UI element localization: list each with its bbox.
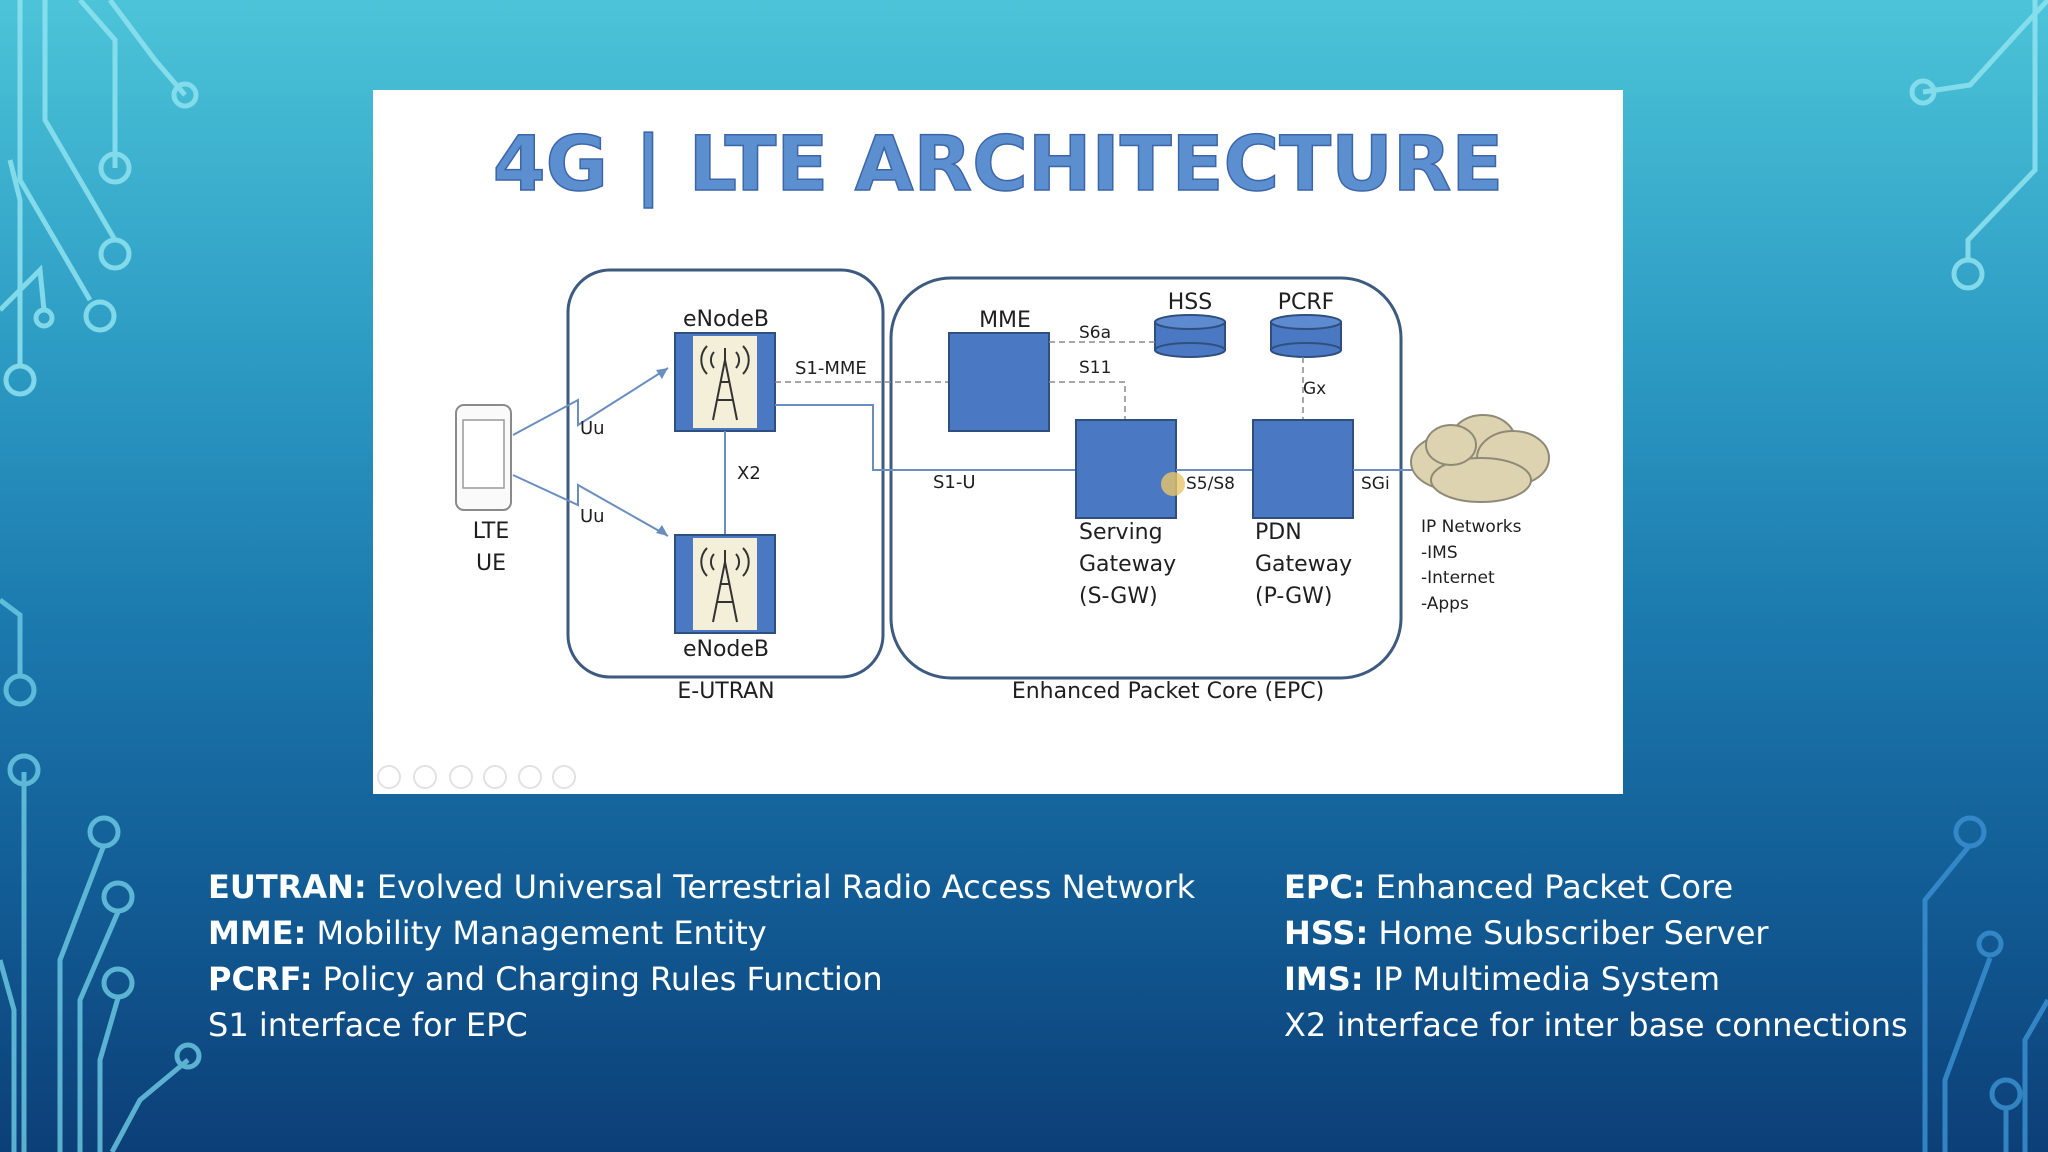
glossary-term: IMS: [1284, 960, 1364, 998]
ipnet-line3: -Internet [1421, 568, 1495, 588]
eutran-container [566, 268, 885, 679]
glossary-term: HSS: [1284, 914, 1369, 952]
glossary-left: EUTRAN: Evolved Universal Terrestrial Ra… [208, 864, 1195, 1048]
glossary-desc: X2 interface for inter base connections [1284, 1006, 1908, 1044]
mme-label: MME [979, 308, 1031, 333]
glossary-item: X2 interface for inter base connections [1284, 1002, 1908, 1048]
s1-mme-label: S1-MME [795, 358, 867, 379]
cursor-highlight [1161, 472, 1185, 496]
hss-database-icon [1154, 314, 1226, 358]
uu-link-bottom [512, 474, 669, 537]
pgw-label-line3: (P-GW) [1255, 584, 1333, 609]
glossary-desc: Policy and Charging Rules Function [312, 960, 883, 998]
glossary-term: EUTRAN: [208, 868, 367, 906]
s11-link [1049, 381, 1126, 420]
next-icon[interactable] [413, 765, 437, 789]
s6a-label: S6a [1079, 323, 1111, 343]
cloud-icon [1410, 414, 1550, 503]
arrow-head-top [656, 368, 668, 379]
pcrf-label: PCRF [1278, 290, 1335, 315]
glossary-item: EUTRAN: Evolved Universal Terrestrial Ra… [208, 864, 1195, 910]
arrow-head-bottom [656, 525, 668, 536]
more-icon[interactable] [552, 765, 576, 789]
diagram-title: 4G | LTE ARCHITECTURE [493, 119, 1504, 209]
pgw-node [1252, 419, 1354, 519]
glossary-desc: Evolved Universal Terrestrial Radio Acce… [366, 868, 1196, 906]
slideshow-controls[interactable] [377, 765, 576, 789]
pen-icon[interactable] [449, 765, 473, 789]
ue-label-line1: LTE [473, 519, 510, 544]
sgw-label-line3: (S-GW) [1079, 584, 1158, 609]
glossary-right: EPC: Enhanced Packet Core HSS: Home Subs… [1284, 864, 1908, 1048]
ue-label-line2: UE [476, 551, 506, 576]
glossary-desc: S1 interface for EPC [208, 1006, 528, 1044]
uu-label-top: Uu [580, 418, 605, 439]
prev-icon[interactable] [377, 765, 401, 789]
glossary-item: HSS: Home Subscriber Server [1284, 910, 1908, 956]
lte-architecture-diagram: 4G | LTE ARCHITECTURE LTE UE Uu Uu eNode… [377, 118, 1550, 789]
s1-u-label: S1-U [933, 472, 976, 493]
sgi-label: SGi [1361, 474, 1390, 494]
s1-u-link [775, 404, 1076, 471]
slides-icon[interactable] [483, 765, 507, 789]
glossary-term: PCRF: [208, 960, 313, 998]
pcrf-database-icon [1270, 314, 1342, 358]
glossary-item: PCRF: Policy and Charging Rules Function [208, 956, 1195, 1002]
radio-tower-icon [700, 547, 750, 623]
glossary-desc: Home Subscriber Server [1368, 914, 1769, 952]
epc-label: Enhanced Packet Core (EPC) [1012, 679, 1324, 704]
hss-label: HSS [1168, 290, 1212, 315]
s5s8-label: S5/S8 [1186, 474, 1235, 494]
eutran-label: E-UTRAN [677, 679, 774, 704]
sgw-node [1075, 419, 1177, 519]
s11-label: S11 [1079, 358, 1111, 378]
ipnet-line1: IP Networks [1421, 517, 1522, 537]
gx-label: Gx [1303, 379, 1326, 399]
epc-container [889, 276, 1403, 680]
glossary-item: IMS: IP Multimedia System [1284, 956, 1908, 1002]
glossary-desc: Enhanced Packet Core [1365, 868, 1734, 906]
enodeb-top-label: eNodeB [683, 307, 769, 332]
diagram-image: 4G | LTE ARCHITECTURE LTE UE Uu Uu eNode… [373, 90, 1623, 794]
glossary-desc: Mobility Management Entity [306, 914, 767, 952]
pgw-label-line1: PDN [1255, 520, 1302, 545]
mme-node [948, 332, 1050, 432]
phone-icon [455, 404, 512, 511]
zoom-icon[interactable] [518, 765, 542, 789]
glossary-item: S1 interface for EPC [208, 1002, 1195, 1048]
x2-label: X2 [737, 463, 761, 484]
glossary-item: EPC: Enhanced Packet Core [1284, 864, 1908, 910]
ipnet-line2: -IMS [1421, 543, 1458, 563]
sgw-label-line1: Serving [1079, 520, 1163, 545]
uu-label-bottom: Uu [580, 506, 605, 527]
pgw-label-line2: Gateway [1255, 552, 1352, 577]
uu-link-top [512, 367, 669, 436]
glossary-item: MME: Mobility Management Entity [208, 910, 1195, 956]
ipnet-line4: -Apps [1421, 594, 1469, 614]
glossary-term: EPC: [1284, 868, 1366, 906]
radio-tower-icon [700, 345, 750, 421]
glossary-desc: IP Multimedia System [1363, 960, 1721, 998]
enodeb-bottom-label: eNodeB [683, 637, 769, 662]
glossary-term: MME: [208, 914, 307, 952]
sgw-label-line2: Gateway [1079, 552, 1176, 577]
